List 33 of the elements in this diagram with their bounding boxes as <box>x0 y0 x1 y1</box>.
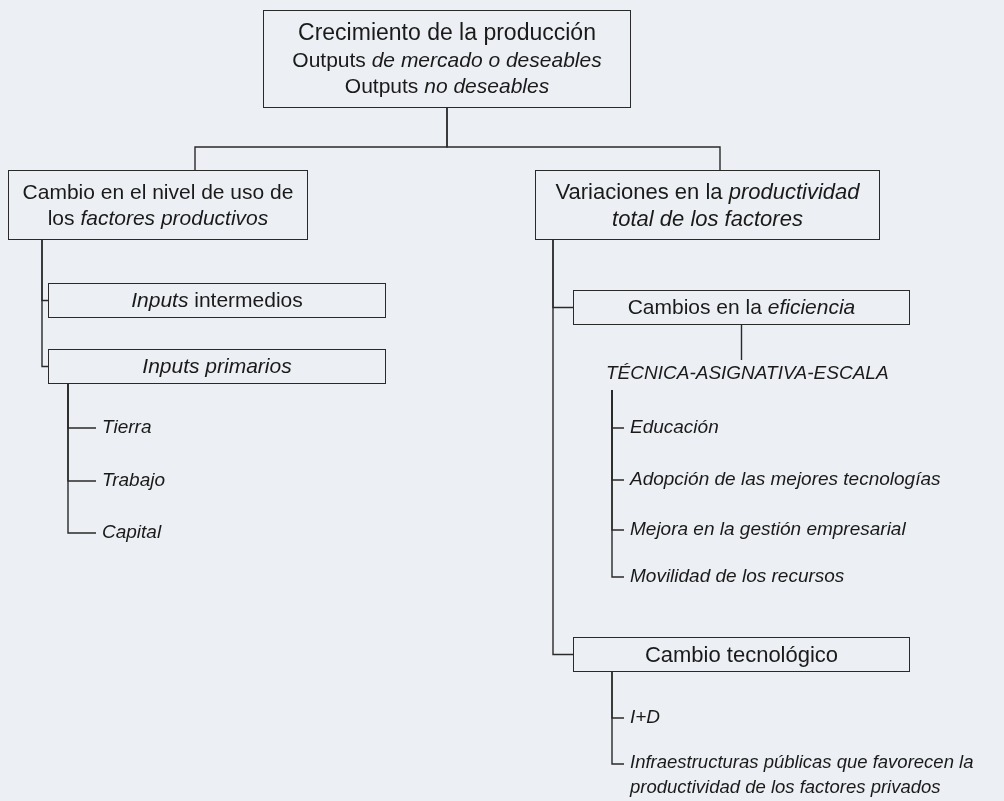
box-title: Cambio tecnológico <box>644 640 839 669</box>
box-title: Cambios en la eficiencia <box>627 294 856 321</box>
connector-line <box>446 107 721 171</box>
branch-label: I+D <box>624 704 704 730</box>
process-box <box>8 170 308 240</box>
process-box <box>48 349 386 384</box>
box-title: Crecimiento de la producción <box>298 18 596 48</box>
box-text: Outputs no deseables <box>344 73 550 100</box>
box-title: Inputs primarios <box>142 353 292 380</box>
process-box <box>573 637 910 672</box>
branch-label: Movilidad de los recursos <box>624 563 904 589</box>
connector-line <box>611 671 625 765</box>
connector-line <box>740 324 743 361</box>
branch-label: Tierra <box>96 414 216 440</box>
box-title: Cambio en el nivel de uso de los factores productivos <box>21 178 295 231</box>
connector-line <box>611 389 625 578</box>
branch-label: Trabajo <box>96 467 216 493</box>
box-text: Outputs de mercado o deseables <box>292 47 602 74</box>
branch-label: Infraestructuras públicas que favorecen la productividad de los factores privados <box>624 750 1002 800</box>
process-box <box>263 10 631 108</box>
box-title: Inputs intermedios <box>131 287 303 314</box>
branch-label: Capital <box>96 519 216 545</box>
branch-label: Adopción de las mejores tecnologías <box>624 466 994 492</box>
box-title: Variaciones en la productividad total de los factores <box>554 177 861 233</box>
branch-label: Educación <box>624 414 774 440</box>
branch-label: TÉCNICA-ASIGNATIVA-ESCALA <box>600 360 890 386</box>
connector-line <box>552 239 574 656</box>
branch-label: Mejora en la gestión empresarial <box>624 516 954 542</box>
connector-line <box>67 383 97 534</box>
process-box <box>48 283 386 318</box>
connector-line <box>41 239 49 368</box>
process-box <box>573 290 910 325</box>
process-box <box>535 170 880 240</box>
